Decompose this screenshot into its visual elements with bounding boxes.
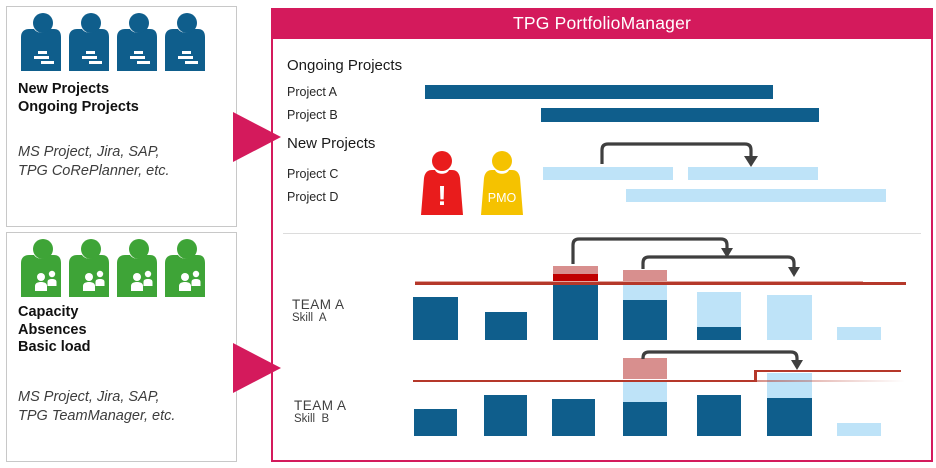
capacity-bar-segment [623, 402, 667, 436]
capacity-bar-segment [623, 358, 667, 379]
capacity-line [754, 369, 901, 372]
project-people-icons [18, 13, 208, 71]
capacity-bar-segment [623, 284, 667, 300]
project-label: Project B [287, 108, 338, 122]
capacity-bar-segment [623, 300, 667, 340]
ongoing-projects-heading: Ongoing Projects [287, 57, 403, 74]
team-icon [117, 239, 157, 297]
capacity-bar-segment [767, 373, 812, 398]
capacity-bar-segment [553, 274, 598, 284]
alert-exclamation-label: ! [437, 180, 446, 211]
capacity-bar-segment [553, 266, 598, 274]
worker-icon [69, 13, 109, 71]
projects-box-title-line: Ongoing Projects [18, 98, 139, 115]
team-icon [69, 239, 109, 297]
section-divider [283, 233, 921, 234]
panel-header: TPG PortfolioManager [271, 8, 933, 39]
capacity-line [415, 282, 906, 285]
portfolio-manager-panel [271, 8, 933, 462]
capacity-box-tools-line: MS Project, Jira, SAP, [18, 389, 160, 405]
capacity-bar-segment [485, 312, 527, 340]
projects-box-title: New Projects Ongoing Projects [18, 81, 139, 116]
project-label: Project C [287, 167, 339, 181]
capacity-bar-segment [484, 395, 527, 436]
flow-arrow-icon [233, 112, 281, 162]
capacity-line [413, 379, 756, 382]
capacity-box-tools: MS Project, Jira, SAP, TPG TeamManager, … [18, 388, 175, 425]
project-label: Project A [287, 85, 338, 99]
capacity-bar-segment [837, 327, 881, 340]
team-icon [165, 239, 205, 297]
capacity-bar-segment [697, 292, 741, 327]
projects-box-tools-line: TPG CoRePlanner, etc. [18, 162, 170, 179]
projects-box-title-line: New Projects [18, 81, 110, 97]
alert-person-icon: ! [421, 151, 463, 215]
capacity-bar-segment [837, 423, 881, 436]
projects-box-tools-line: MS Project, Jira, SAP, [18, 144, 160, 160]
pmo-person-icon: PMO [481, 151, 523, 215]
team-icon [21, 239, 61, 297]
capacity-box-tools-line: TPG TeamManager, etc. [18, 407, 176, 424]
worker-icon [21, 13, 61, 71]
worker-icon [165, 13, 205, 71]
capacity-bar-segment [767, 295, 812, 340]
capacity-bar-segment [623, 382, 667, 402]
flow-arrow-icon [233, 343, 281, 393]
capacity-box-title-line: Capacity [18, 304, 79, 320]
projects-box-tools: MS Project, Jira, SAP, TPG CoRePlanner, … [18, 143, 170, 180]
projects-source-box: New Projects Ongoing Projects MS Project… [6, 6, 237, 227]
gantt-bar [688, 167, 818, 180]
panel-title: TPG PortfolioManager [512, 13, 692, 33]
capacity-line [415, 280, 863, 282]
capacity-source-box: Capacity Absences Basic load MS Project,… [6, 232, 237, 462]
capacity-box-title-line: Absences [18, 321, 87, 338]
capacity-people-icons [18, 239, 208, 297]
capacity-bar-segment [697, 395, 741, 436]
capacity-bar-segment [413, 297, 458, 340]
capacity-bar-segment [697, 327, 741, 340]
team-label: TEAM A [292, 297, 345, 312]
capacity-line [757, 380, 905, 382]
capacity-bar-segment [552, 399, 595, 436]
capacity-box-title-line: Basic load [18, 339, 91, 355]
capacity-line [754, 369, 757, 382]
skill-label: Skill B [294, 413, 330, 425]
gantt-bar [543, 167, 673, 180]
project-label: Project D [287, 190, 339, 204]
capacity-box-title: Capacity Absences Basic load [18, 304, 91, 357]
gantt-bar [425, 85, 773, 99]
gantt-bar [541, 108, 819, 122]
new-projects-heading: New Projects [287, 135, 376, 152]
capacity-bar-segment [767, 398, 812, 436]
skill-label: Skill A [292, 312, 327, 324]
capacity-bar-segment [414, 409, 457, 436]
pmo-label: PMO [488, 191, 517, 205]
gantt-bar [626, 189, 886, 202]
worker-icon [117, 13, 157, 71]
capacity-bar-segment [553, 284, 598, 340]
team-label: TEAM A [294, 398, 347, 413]
capacity-bar-segment [623, 270, 667, 282]
